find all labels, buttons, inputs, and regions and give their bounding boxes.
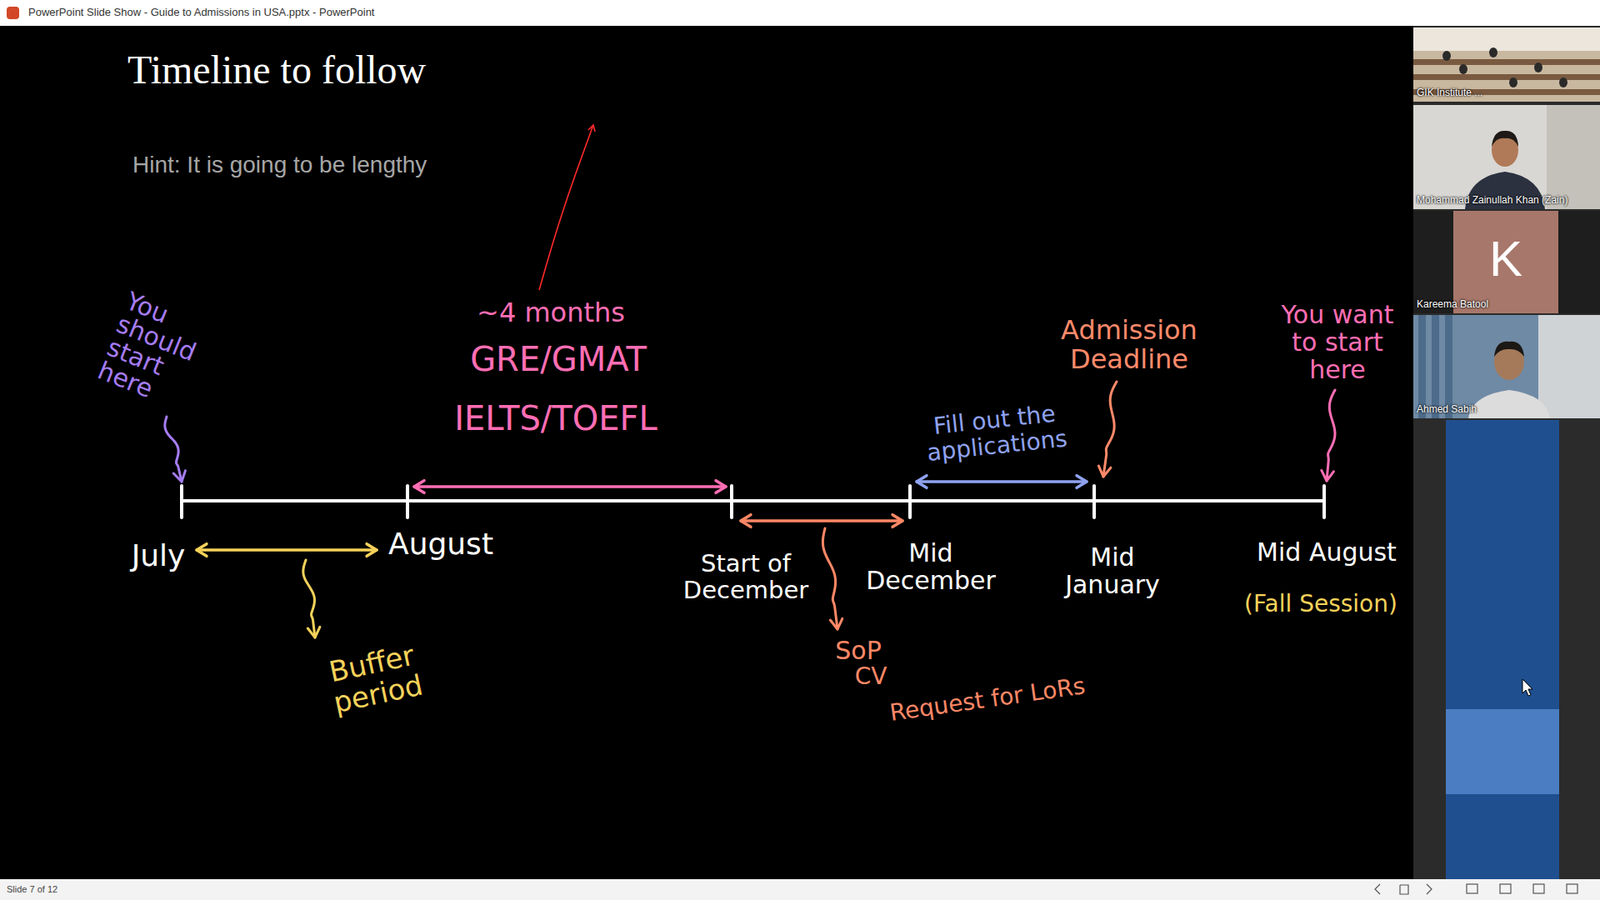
- hall-person: [1489, 47, 1498, 58]
- exam-arrow: [414, 485, 726, 489]
- slide-hint: Hint: It is going to be lengthy: [132, 152, 427, 179]
- timeline-date: Mid December: [865, 539, 996, 595]
- room-ground: [1413, 105, 1600, 210]
- start-pointer-head: [173, 470, 185, 482]
- app-icon: [6, 6, 20, 20]
- buffer-pointer: [303, 560, 315, 638]
- blue-panel: [1445, 420, 1560, 880]
- window-ground: [1413, 315, 1600, 419]
- timeline-date: July: [131, 539, 186, 573]
- documents-arrow-head: [892, 515, 903, 528]
- participant-video: [1413, 105, 1600, 210]
- slide-title: Timeline to follow: [127, 48, 426, 93]
- participant-tile: K Kareema Batool: [1413, 210, 1600, 314]
- timeline-tick: [908, 485, 912, 518]
- avatar-initial: K: [1489, 234, 1523, 285]
- hall-desk-row: [1413, 74, 1600, 80]
- person-hair: [1494, 341, 1525, 357]
- status-icon: [1400, 885, 1409, 895]
- status-icon: [1533, 884, 1545, 894]
- exam-name: IELTS/TOEFL: [454, 400, 658, 437]
- timeline-tick: [1092, 485, 1096, 518]
- participant-video: [1413, 315, 1600, 419]
- slide-ground: [0, 25, 1414, 880]
- timeline-tick: [730, 485, 734, 518]
- participant-tile: Mohammad Zainullah Khan (Zain): [1413, 105, 1600, 210]
- window-title: PowerPoint Slide Show - Guide to Admissi…: [28, 6, 375, 19]
- status-icon: [1466, 884, 1478, 894]
- hall-person: [1534, 62, 1543, 73]
- pen-stroke: [539, 125, 594, 290]
- avatar-square: [1453, 210, 1559, 314]
- timeline-note: Admission Deadline: [1060, 315, 1198, 375]
- buffer-arrow-head: [196, 544, 207, 557]
- status-icon: [1426, 884, 1432, 895]
- hall-desk-row: [1413, 59, 1600, 65]
- lecture-hall: [1413, 27, 1600, 102]
- timeline-date: August: [388, 527, 494, 561]
- timeline-tick: [180, 485, 184, 518]
- start-pointer: [165, 416, 182, 482]
- room-wall: [1538, 315, 1600, 419]
- timeline-tick: [1322, 485, 1326, 518]
- status-icon: [1500, 884, 1511, 894]
- blue-panel-band: [1445, 709, 1560, 795]
- participant-name: GIK Institute ...: [1416, 86, 1483, 99]
- exam-name: GRE/GMAT: [470, 340, 647, 378]
- building-stripe: [1445, 315, 1453, 419]
- hall-person: [1509, 77, 1518, 88]
- buffer-pointer-head: [307, 626, 320, 638]
- pen-stroke: [588, 125, 595, 132]
- participant-name: Mohammad Zainullah Khan (Zain): [1416, 194, 1568, 206]
- documents-arrow: [740, 519, 903, 523]
- tile-ground: [1413, 210, 1600, 314]
- timeline-tick: [405, 485, 410, 518]
- duration-note: ~4 months: [476, 298, 625, 328]
- participant-tile: Ahmed Sabih: [1413, 315, 1600, 419]
- status-bar: [0, 879, 1600, 900]
- status-icon: [1566, 884, 1578, 894]
- window-title-bar: [0, 0, 1600, 26]
- building-stripe: [1418, 315, 1426, 419]
- timeline-date: Mid January: [1065, 543, 1160, 599]
- room-door: [1546, 105, 1600, 210]
- person-hair: [1491, 130, 1519, 147]
- deadline-pointer-head: [1098, 465, 1110, 477]
- participant-tile: GIK Institute ...: [1413, 27, 1600, 102]
- buffer-arrow-head: [366, 544, 377, 557]
- hall-person: [1442, 50, 1451, 61]
- documents-pointer: [822, 528, 838, 630]
- goal-pointer: [1326, 390, 1335, 481]
- applications-arrow-head: [916, 475, 927, 489]
- status-icon: [1375, 884, 1380, 895]
- applications-arrow-head: [1076, 475, 1087, 489]
- mouse-cursor: [1522, 679, 1533, 696]
- session-note: (Fall Session): [1244, 591, 1398, 618]
- goal-pointer-head: [1321, 470, 1335, 481]
- documents-pointer-head: [830, 618, 843, 630]
- participant-name: Ahmed Sabih: [1416, 403, 1477, 415]
- hall-person: [1559, 77, 1568, 88]
- timeline-date: Mid August: [1256, 538, 1397, 566]
- hall-person: [1459, 64, 1468, 75]
- timeline-note: You want to start here: [1275, 300, 1400, 384]
- documents-arrow-head: [740, 515, 751, 528]
- applications-arrow: [916, 480, 1087, 484]
- exam-arrow-head: [414, 480, 425, 494]
- deadline-pointer: [1103, 381, 1117, 477]
- participant-name: Kareema Batool: [1416, 298, 1489, 310]
- exam-arrow-head: [715, 480, 726, 494]
- timeline-axis: [181, 499, 1325, 503]
- building-stripe: [1431, 315, 1440, 419]
- document-item: SoP: [835, 636, 882, 665]
- timeline-date: Start of December: [683, 550, 809, 605]
- document-item: CV: [855, 664, 888, 690]
- status-text: Slide 7 of 12: [6, 884, 58, 895]
- buffer-arrow: [196, 548, 377, 552]
- hall-wall: [1413, 27, 1600, 51]
- person-body: [1468, 390, 1550, 419]
